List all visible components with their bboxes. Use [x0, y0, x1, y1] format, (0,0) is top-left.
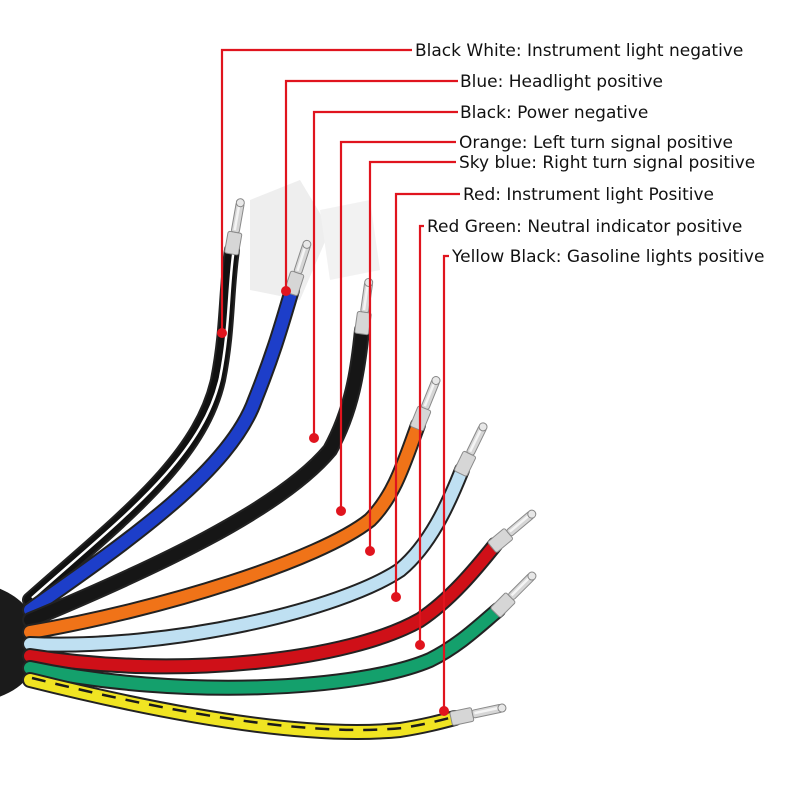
leader-red-green [418, 224, 424, 645]
leader-black [312, 110, 458, 438]
label-orange: Orange: Left turn signal positive [459, 133, 733, 153]
anchor-dot-black-white [217, 328, 227, 338]
wire-blue [24, 284, 298, 616]
wire-black [24, 324, 368, 626]
label-black: Black: Power negative [460, 103, 648, 123]
anchor-dot-sky-blue [365, 546, 375, 556]
label-blue: Blue: Headlight positive [460, 72, 663, 92]
wire-stripe-yellow-black [31, 676, 458, 732]
anchor-dot-yellow-black [439, 706, 449, 716]
anchor-dot-blue [281, 286, 291, 296]
pin-black [354, 277, 374, 336]
connector-pins [224, 198, 537, 726]
pin-orange [410, 375, 441, 432]
label-yellow-black: Yellow Black: Gasoline lights positive [451, 247, 764, 267]
label-black-white: Black White: Instrument light negative [415, 41, 743, 61]
leader-yellow-black [442, 254, 449, 711]
leader-blue [284, 79, 458, 291]
anchor-dot-red [391, 592, 401, 602]
leader-lines [217, 48, 460, 716]
watermark-shape [250, 180, 380, 300]
wire-labels: Black White: Instrument light negative B… [415, 41, 764, 267]
label-red: Red: Instrument light Positive [463, 185, 714, 205]
leader-black-white [220, 48, 412, 333]
anchor-dot-orange [336, 506, 346, 516]
leader-orange [339, 140, 456, 511]
wire-orange [24, 419, 424, 638]
wire-red-green [24, 604, 504, 694]
wire-sky-blue [24, 464, 468, 651]
wire-yellow-black [24, 674, 461, 738]
wire-red [24, 539, 501, 673]
leader-red [394, 192, 460, 597]
pin-red [487, 509, 537, 553]
wires [22, 242, 506, 740]
pin-black-white [224, 198, 245, 256]
anchor-dot-red-green [415, 640, 425, 650]
pin-sky-blue [454, 422, 488, 477]
leader-sky-blue [368, 160, 456, 551]
wire-stripe-black-white [31, 247, 236, 599]
label-red-green: Red Green: Neutral indicator positive [427, 217, 742, 237]
pin-yellow-black [449, 703, 507, 726]
pin-red-green [490, 571, 537, 618]
label-sky-blue: Sky blue: Right turn signal positive [459, 153, 755, 173]
anchor-dot-black [309, 433, 319, 443]
